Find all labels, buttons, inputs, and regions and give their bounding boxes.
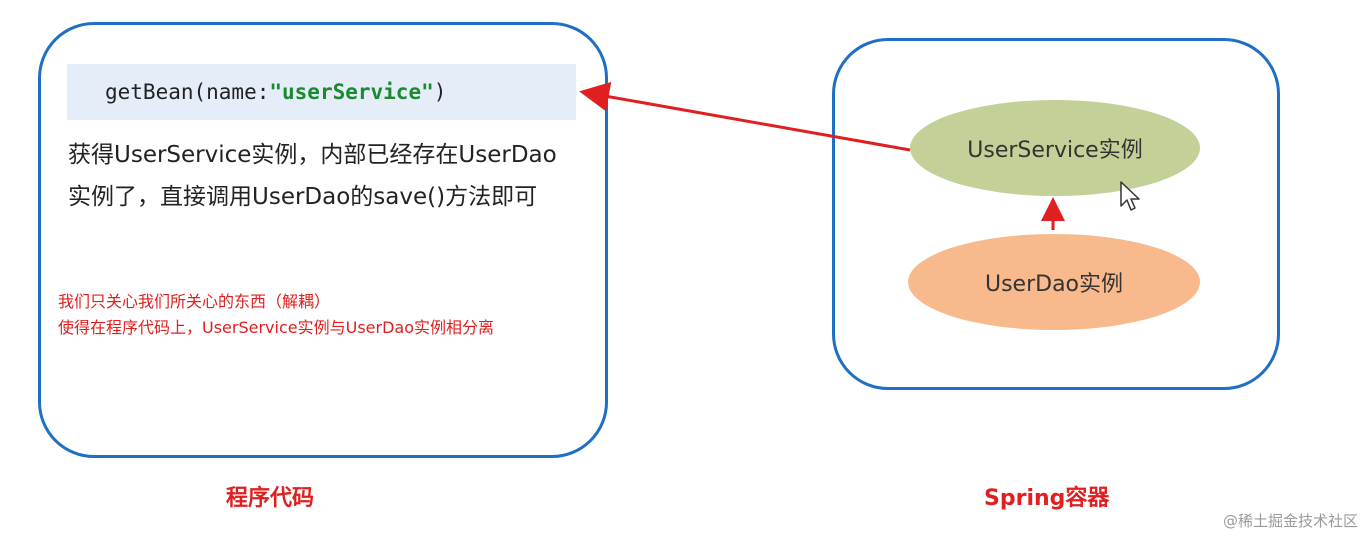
code-suffix: ) [433,80,447,104]
description-line-2: 实例了，直接调用UserDao的save()方法即可 [68,184,538,210]
decoupling-note: 我们只关心我们所关心的东西（解耦） 使得在程序代码上，UserService实例… [58,289,603,341]
program-code-caption: 程序代码 [226,486,315,511]
description-line-1: 获得UserService实例，内部已经存在UserDao [68,142,557,168]
user-service-instance-label: UserService实例 [967,138,1143,163]
spring-container-caption: Spring容器 [984,486,1110,511]
description-text: 获得UserService实例，内部已经存在UserDao 实例了，直接调用Us… [68,134,598,218]
note-line-2: 使得在程序代码上，UserService实例与UserDao实例相分离 [58,318,494,337]
spring-container-panel [832,38,1280,390]
user-service-instance-node: UserService实例 [910,100,1200,196]
code-string-arg: "userService" [269,80,434,104]
user-dao-instance-node: UserDao实例 [908,234,1200,330]
code-snippet: getBean(name:"userService") [67,64,576,120]
watermark: @稀土掘金技术社区 [1222,512,1358,530]
note-line-1: 我们只关心我们所关心的东西（解耦） [58,292,331,311]
user-dao-instance-label: UserDao实例 [984,272,1124,297]
code-prefix: getBean(name: [105,80,270,104]
